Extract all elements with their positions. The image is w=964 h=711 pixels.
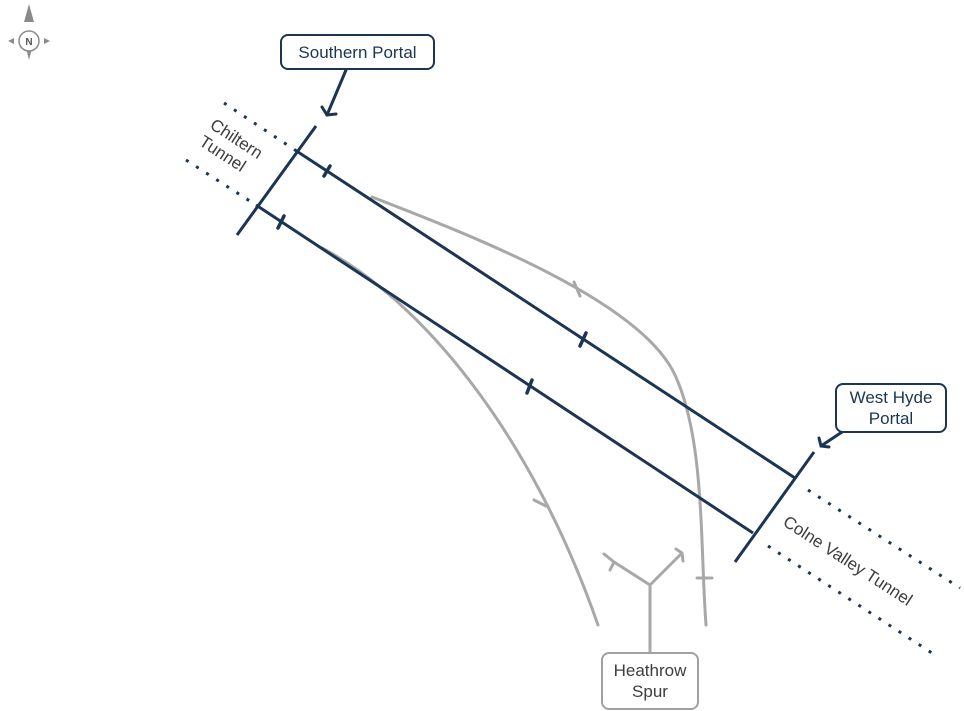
- compass-north-letter: N: [25, 37, 32, 48]
- spur-track-inner: [370, 195, 708, 627]
- main-track-upper: [297, 150, 796, 480]
- heathrow-line-1: Heathrow: [613, 661, 687, 680]
- west-hyde-line-1: West Hyde: [849, 388, 933, 407]
- spur-tick-2: [532, 498, 548, 508]
- southern-portal-label: Southern Portal: [280, 34, 435, 70]
- west-hyde-portal-label: West Hyde Portal: [835, 383, 947, 433]
- heathrow-line-2: Spur: [632, 682, 668, 701]
- west-hyde-portal-bar: [733, 451, 816, 563]
- compass-icon: N: [8, 4, 50, 60]
- west-hyde-line-2: Portal: [868, 409, 914, 428]
- portal-pointers: [320, 68, 847, 449]
- spur-junction: [612, 551, 684, 650]
- main-track-lower: [255, 203, 754, 535]
- southern-portal-text: Southern Portal: [298, 42, 417, 62]
- spur-tracks: [320, 195, 714, 650]
- spur-track-outer: [320, 246, 600, 627]
- heathrow-spur-label: Heathrow Spur: [601, 652, 699, 710]
- spur-tick-1: [572, 280, 582, 298]
- chiltern-portal-bar: [235, 125, 318, 236]
- direction-ticks: [276, 164, 588, 395]
- main-tracks: [235, 125, 816, 563]
- tunnel-dotted-lines: [185, 101, 961, 657]
